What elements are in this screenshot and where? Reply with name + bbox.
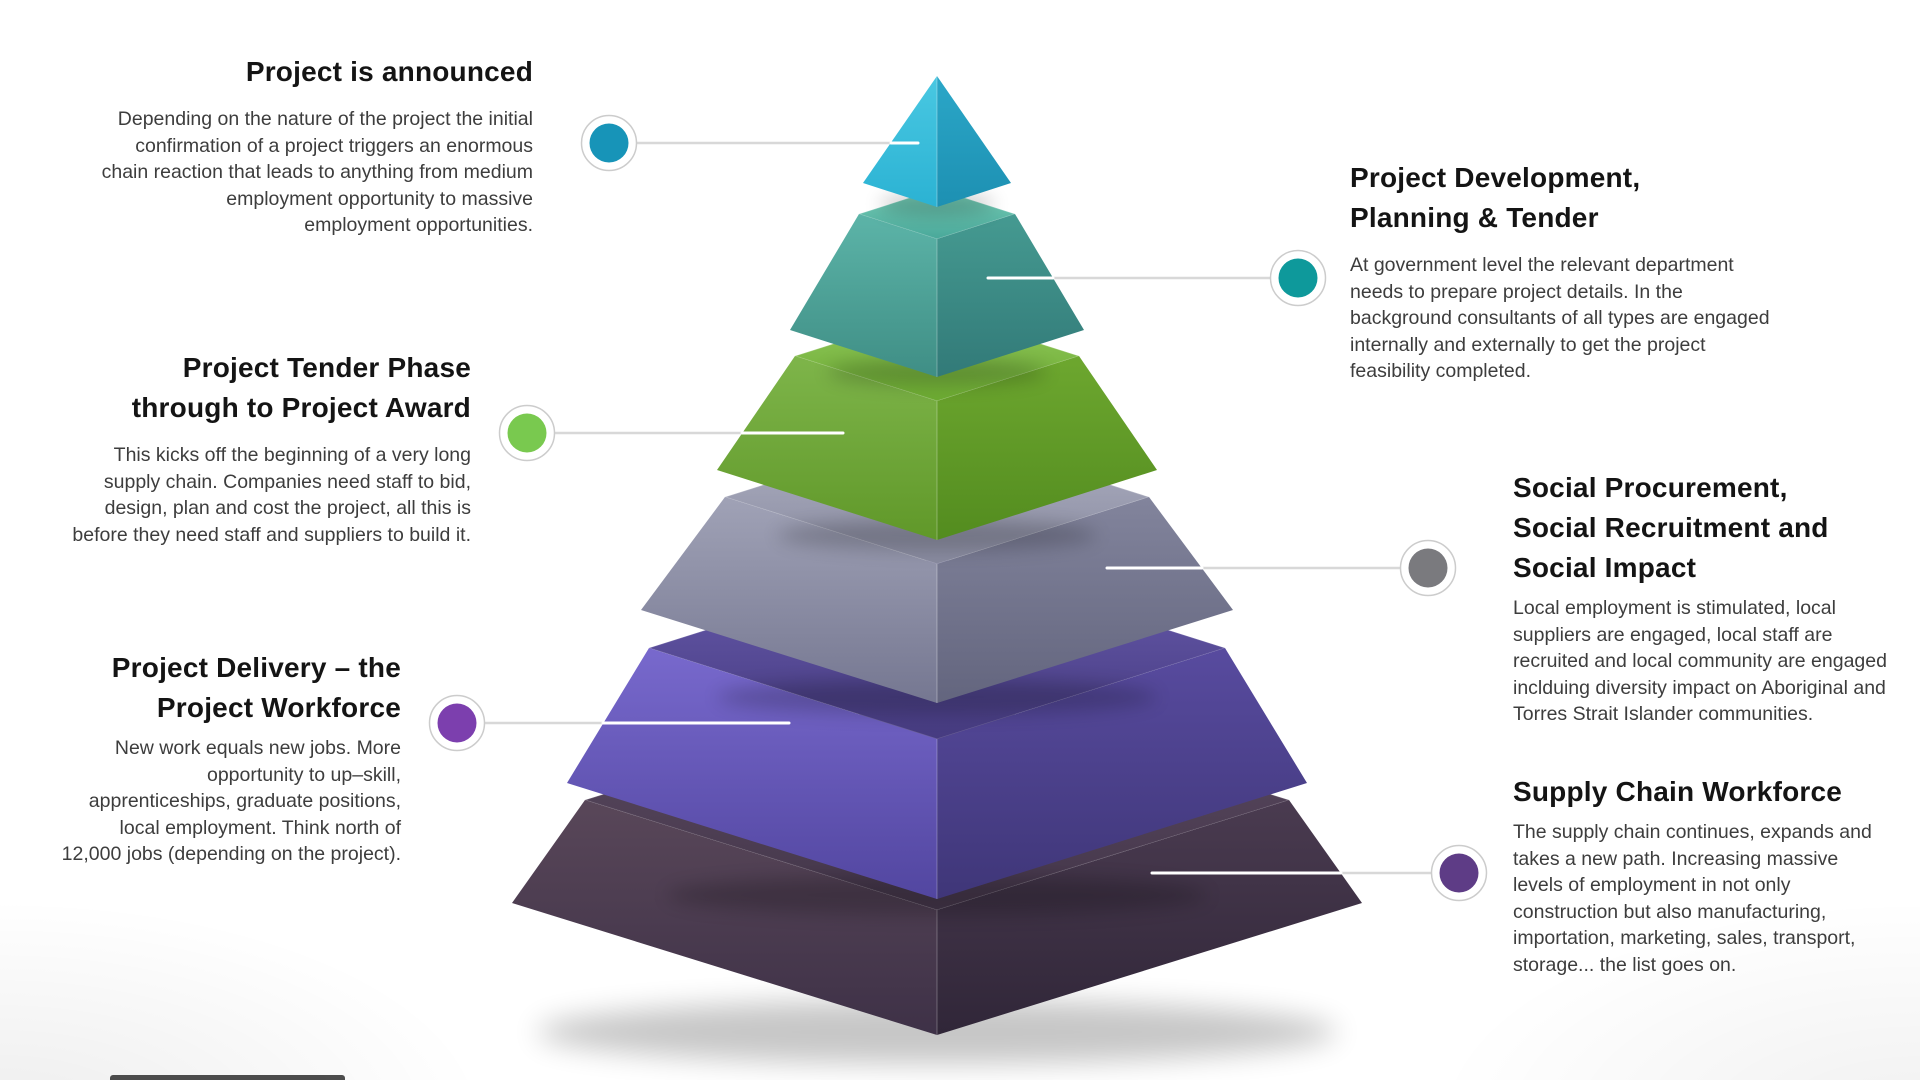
annotation-social-procurement: Social Procurement, Social Recruitment a… — [1513, 468, 1920, 728]
annotation-body: At government level the relevant departm… — [1350, 254, 1770, 382]
connector-dots — [428, 114, 1488, 902]
dot-project-tender — [507, 413, 547, 453]
annotation-project-delivery: Project Delivery – the Project Workforce… — [35, 648, 401, 868]
annotation-heading: Project Tender Phase through to Project … — [131, 352, 471, 423]
annotation-body: The supply chain continues, expands and … — [1513, 821, 1872, 976]
annotation-heading: Project Development, Planning & Tender — [1350, 162, 1641, 233]
pyramid-level-1 — [863, 76, 1011, 207]
annotation-supply-chain: Supply Chain Workforce The supply chain … — [1513, 772, 1920, 978]
annotation-body: New work equals new jobs. More opportuni… — [61, 737, 401, 865]
dot-supply-chain — [1439, 853, 1479, 893]
annotation-body: Depending on the nature of the project t… — [101, 108, 533, 236]
dot-social-procurement — [1408, 548, 1448, 588]
connector-lines — [483, 141, 1433, 875]
annotation-heading: Supply Chain Workforce — [1513, 776, 1843, 807]
annotation-project-tender: Project Tender Phase through to Project … — [26, 348, 471, 548]
bottom-edge-artifact — [110, 1075, 345, 1080]
annotation-project-announced: Project is announced Depending on the na… — [63, 52, 533, 239]
dot-project-announced — [589, 123, 629, 163]
annotation-heading: Social Procurement, Social Recruitment a… — [1513, 472, 1829, 583]
annotation-body: Local employment is stimulated, local su… — [1513, 597, 1887, 725]
annotation-project-development: Project Development, Planning & Tender A… — [1350, 158, 1820, 385]
dot-project-development — [1278, 258, 1318, 298]
annotation-heading: Project is announced — [245, 56, 533, 87]
annotation-body: This kicks off the beginning of a very l… — [72, 444, 471, 546]
dot-project-delivery — [437, 703, 477, 743]
annotation-heading: Project Delivery – the Project Workforce — [111, 652, 401, 723]
